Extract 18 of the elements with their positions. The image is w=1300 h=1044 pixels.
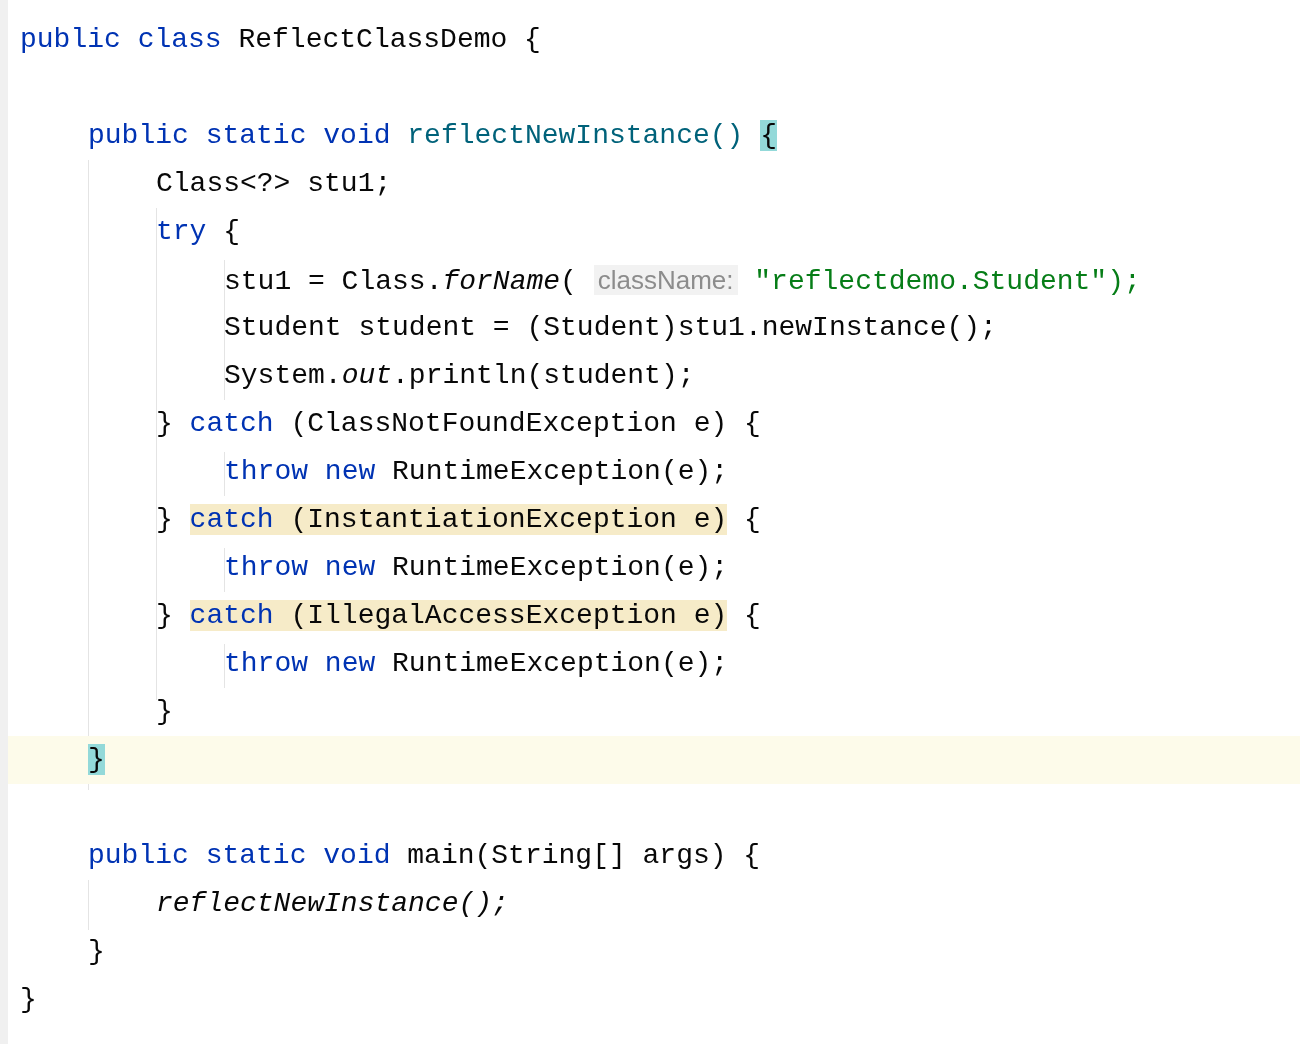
code-line: }	[20, 983, 37, 1017]
code-line: public static void main(String[] args) {	[88, 839, 761, 873]
code-line: } catch (IllegalAccessException e) {	[156, 599, 761, 633]
code-line: System.out.println(student);	[224, 359, 695, 393]
code-line: stu1 = Class.forName( className: "reflectdemo.Student");	[224, 264, 1141, 299]
code-line: throw new RuntimeException(e);	[224, 647, 729, 681]
code-line: }	[88, 935, 105, 969]
code-line: Student student = (Student)stu1.newInstance();	[224, 311, 997, 345]
code-line: throw new RuntimeException(e);	[224, 551, 729, 585]
code-line: public static void reflectNewInstance() {	[88, 119, 777, 153]
code-line: public class ReflectClassDemo {	[20, 23, 541, 57]
code-line: }	[156, 695, 173, 729]
code-line: Class<?> stu1;	[156, 167, 392, 201]
code-line: } catch (ClassNotFoundException e) {	[156, 407, 761, 441]
code-line: reflectNewInstance();	[156, 887, 509, 921]
code-line: throw new RuntimeException(e);	[224, 455, 729, 489]
code-line: } catch (InstantiationException e) {	[156, 503, 761, 537]
code-line: try {	[156, 215, 241, 249]
